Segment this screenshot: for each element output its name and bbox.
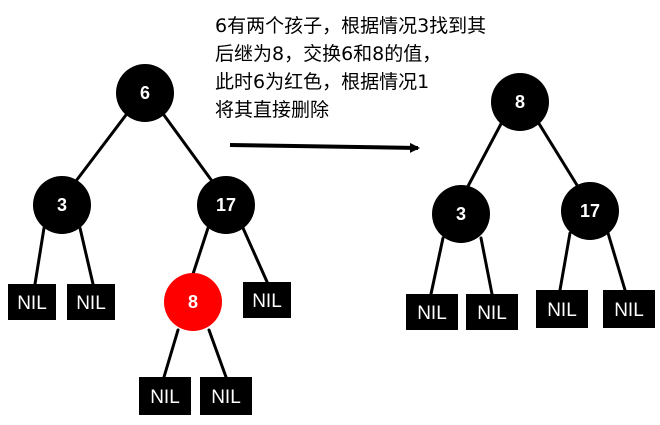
edge-6-17 (159, 109, 214, 183)
nil-leaf: NIL (536, 290, 588, 328)
caption-line: 将其直接删除 (215, 99, 330, 121)
edge-8-nil-left (162, 328, 180, 379)
nil-leaf: NIL (67, 284, 115, 320)
edge-3-nil-left-after (429, 236, 445, 296)
caption-line: 后继为8，交换6和8的值， (215, 43, 442, 65)
node-8-red-label: 8 (188, 292, 198, 312)
nil-leaf: NIL (406, 294, 458, 330)
node-8: 8 (491, 73, 549, 131)
explanation-caption: 6有两个孩子，根据情况3找到其 后继为8，交换6和8的值， 此时6为红色，根据情… (215, 12, 655, 124)
nil-label: NIL (17, 293, 47, 314)
edge-3-nil-right-after (479, 236, 494, 296)
node-17-label: 17 (216, 195, 236, 215)
node-17: 17 (197, 176, 255, 234)
nil-label: NIL (614, 300, 644, 321)
edge-3-nil-left (33, 226, 46, 286)
nil-label: NIL (150, 387, 180, 408)
before-tree-nil-leaves: NIL NIL NIL NIL NIL (8, 282, 291, 415)
edge-17-8 (191, 226, 210, 276)
node-3-after: 3 (432, 185, 490, 243)
before-tree-nodes: 6 3 17 8 (33, 64, 255, 331)
edge-3-nil-right (78, 226, 95, 286)
after-tree-edges (429, 120, 627, 296)
node-17-after: 17 (561, 182, 619, 240)
nil-leaf: NIL (200, 377, 252, 415)
node-17-after-label: 17 (580, 201, 600, 221)
node-3-label: 3 (57, 195, 67, 215)
node-6: 6 (116, 64, 174, 122)
transform-arrow (229, 142, 420, 153)
after-tree-nodes: 8 3 17 (432, 73, 619, 243)
node-8-red: 8 (164, 273, 222, 331)
nil-leaf: NIL (139, 377, 191, 415)
nil-label: NIL (547, 300, 577, 321)
edge-8-nil-right (207, 328, 228, 379)
nil-leaf: NIL (8, 284, 56, 320)
edge-8-17 (536, 120, 582, 192)
before-tree-edges (33, 109, 270, 379)
edge-8-3 (464, 120, 504, 192)
nil-label: NIL (252, 291, 282, 312)
nil-label: NIL (211, 387, 241, 408)
caption-line: 此时6为红色，根据情况1 (215, 71, 430, 93)
nil-label: NIL (76, 293, 106, 314)
edge-6-3 (74, 109, 131, 183)
after-tree-nil-leaves: NIL NIL NIL NIL (406, 290, 655, 330)
node-3: 3 (33, 176, 91, 234)
nil-label: NIL (417, 303, 447, 324)
nil-leaf: NIL (243, 282, 291, 318)
node-8-label: 8 (515, 92, 525, 112)
node-6-label: 6 (140, 83, 150, 103)
nil-leaf: NIL (603, 290, 655, 328)
nil-leaf: NIL (466, 294, 518, 330)
edge-17-nil-left-after (558, 231, 572, 292)
edge-17-nil-right (241, 226, 270, 286)
node-3-after-label: 3 (456, 204, 466, 224)
caption-line: 6有两个孩子，根据情况3找到其 (215, 15, 487, 37)
edge-17-nil-right-after (606, 231, 627, 292)
nil-label: NIL (477, 303, 507, 324)
